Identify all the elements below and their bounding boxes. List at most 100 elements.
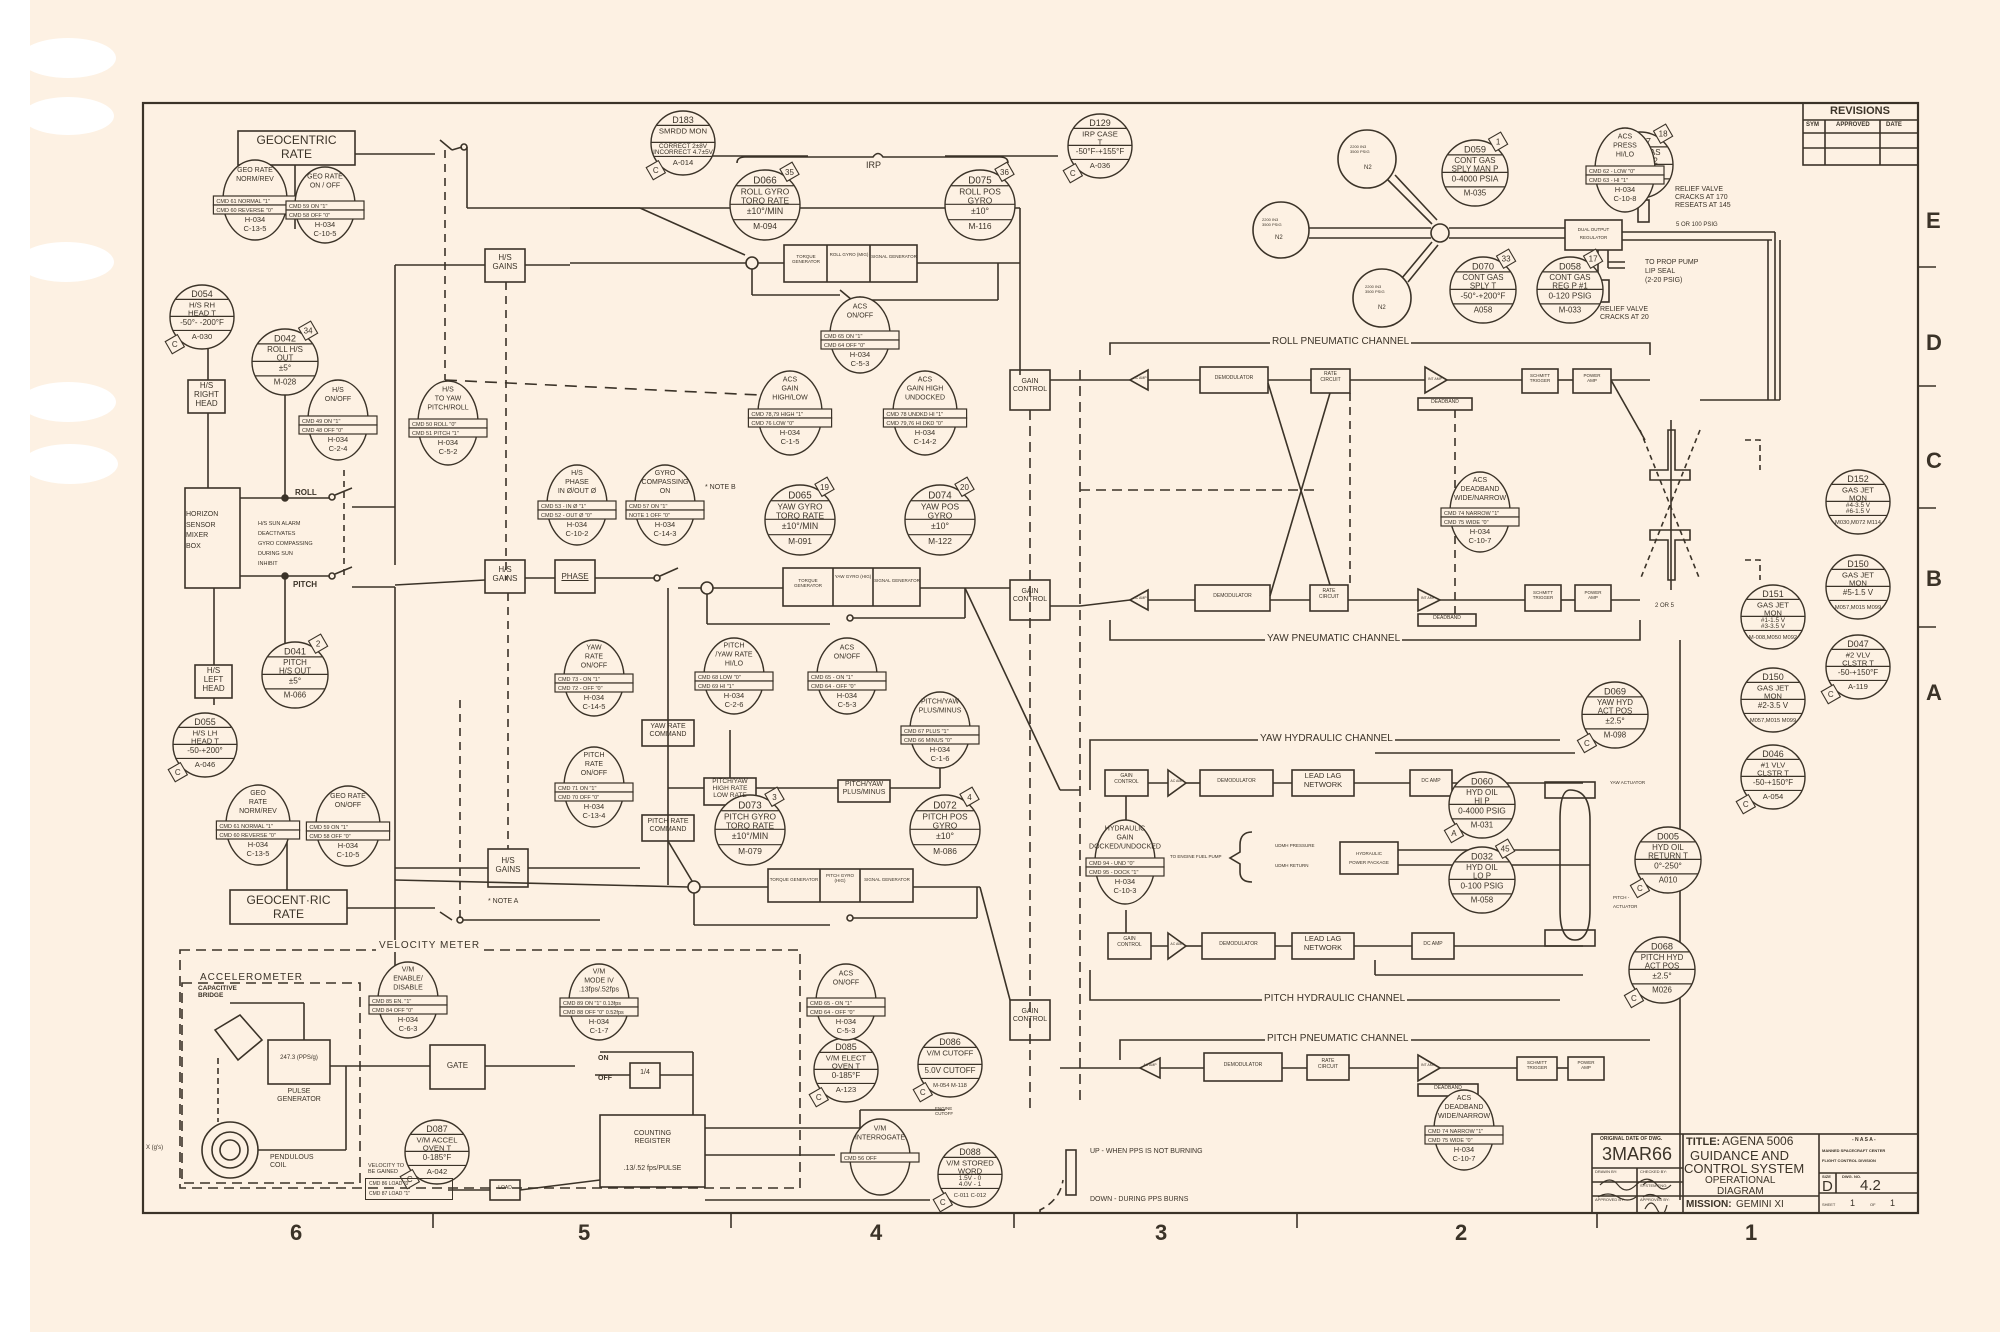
- measurement-tag: 35: [779, 161, 800, 183]
- measurement-name: YAW POS: [921, 502, 960, 512]
- measurement-id: D150: [1847, 559, 1868, 569]
- command-title: GEO RATE: [330, 793, 366, 800]
- two-or-five-label: 2 OR 5: [1655, 603, 1675, 609]
- command-box: [298, 424, 378, 435]
- of: 1: [1890, 1198, 1896, 1208]
- measurement-id: D041: [284, 647, 306, 657]
- title-line-3: CONTROL SYSTEM: [1684, 1161, 1805, 1176]
- command-title: ACS: [1473, 477, 1488, 484]
- measurement-tag-text: C: [816, 1093, 822, 1102]
- measurement-name: GYRO: [968, 196, 993, 206]
- measurement-id: D151: [1762, 589, 1783, 599]
- command-title: INTERROGATE: [855, 1135, 905, 1142]
- gain-control-pitch: [1009, 999, 1051, 1041]
- command-text: CMD 60 REVERSE "0": [219, 833, 276, 839]
- yaw-pneumatic-title: YAW PNEUMATIC CHANNEL: [1265, 633, 1403, 645]
- measurement-name: MON: [1764, 609, 1782, 618]
- revisions-table: [1802, 102, 1919, 166]
- size: D: [1822, 1178, 1833, 1195]
- accelerometer-label: ACCELEROMETER: [200, 972, 304, 983]
- command-text: CMD 61 NORMAL "1": [216, 199, 270, 205]
- command-box: [537, 509, 617, 520]
- command-box: [1424, 1134, 1504, 1145]
- measurement-name: IRP CASE: [1082, 129, 1118, 138]
- measurement-tag: 36: [994, 161, 1015, 183]
- measurement-name: HI P: [1474, 797, 1489, 806]
- command-title: V/M: [874, 1126, 887, 1133]
- measurement-range: 0-100 PSIG: [1460, 881, 1503, 890]
- measurement-name: TORQ RATE: [741, 196, 789, 206]
- measurement-name: V/M CUTOFF: [927, 1048, 974, 1057]
- command-title: COMPASSING: [642, 479, 689, 486]
- command-title: MODE IV: [584, 978, 614, 985]
- pps-up-label: UP - WHEN PPS IS NOT BURNING: [1090, 1148, 1203, 1155]
- note-a: * NOTE A: [488, 898, 519, 905]
- measurement-name: GYRO: [928, 511, 953, 521]
- measurement-tag: C: [808, 1086, 830, 1108]
- command-ref: H-034: [398, 1015, 418, 1024]
- command-title: TO YAW: [435, 395, 462, 402]
- command-text: CMD 85 EN. "1": [372, 999, 411, 1005]
- command-text: CMD 71 ON "1": [558, 786, 596, 792]
- command-title: DOCKED/UNDOCKED: [1089, 843, 1161, 850]
- load-cmds-box: CMD 86 LOAD "0"CMD 87 LOAD "1": [365, 1178, 453, 1200]
- command-box: [554, 682, 634, 693]
- command-title: YAW: [586, 645, 602, 652]
- command-text: CMD 64 OFF "0": [824, 343, 865, 349]
- measurement-range: -50-+150°F: [1753, 778, 1793, 787]
- command-title: H/S: [442, 386, 454, 393]
- command-ref: C-14-5: [583, 702, 606, 711]
- command-box: [625, 509, 705, 520]
- command-title: DEADBAND: [1461, 486, 1500, 493]
- command-title: ON/OFF: [325, 396, 351, 403]
- accel-input-label: X (g's): [146, 1145, 164, 1151]
- yaw-ac-amp: AC AMP: [1133, 596, 1147, 600]
- command-ref: C-10-7: [1453, 1154, 1476, 1163]
- command-text: CMD 53 - IN Ø "1": [541, 504, 586, 510]
- grid-row-b: B: [1926, 566, 1942, 591]
- pitch-pneumatic-title: PITCH PNEUMATIC CHANNEL: [1265, 1033, 1411, 1045]
- measurement-name: GAS JET: [1757, 683, 1789, 692]
- pitch-deadband: DEADBAND: [1434, 1085, 1462, 1091]
- measurement-name: PITCH GYRO: [724, 812, 777, 822]
- command-ref: C-10-7: [1469, 536, 1492, 545]
- command-title: PHASE: [565, 479, 589, 486]
- measurement-id: D060: [1471, 777, 1493, 787]
- command-ref: C-5-3: [851, 359, 870, 368]
- command-title: NORM/REV: [239, 808, 277, 815]
- command-title: UNDOCKED: [905, 394, 945, 401]
- command-text: CMD 65 - ON "1": [811, 675, 853, 681]
- command-text: CMD 75 WIDE "0": [1444, 520, 1489, 526]
- measurement-range: ±5°: [279, 363, 291, 372]
- measurement-tag: C: [645, 159, 667, 181]
- yaw-gyro-torque: TORQUE GENERATOR: [793, 578, 823, 589]
- command-box: [1440, 516, 1520, 527]
- measurement-id: D150: [1762, 672, 1783, 682]
- command-ref: C-10-8: [1614, 194, 1637, 203]
- measurement-ref: A-119: [1848, 682, 1868, 691]
- measurement-tag-text: 45: [1501, 845, 1510, 854]
- measurement-tag-text: C: [1631, 994, 1637, 1003]
- command-title: ACS: [839, 971, 854, 978]
- command-text: CMD 68 LOW "0": [698, 675, 741, 681]
- measurement-id: D042: [274, 334, 296, 344]
- gas-jet-cluster: [1639, 420, 1701, 590]
- measurement-id: D074: [928, 490, 952, 501]
- measurement-ref: M-031: [1471, 820, 1494, 829]
- irp-brace: [736, 152, 1009, 164]
- grid-col-2: 2: [1455, 1220, 1468, 1245]
- command-text: CMD 63 - HI "1": [1589, 178, 1628, 184]
